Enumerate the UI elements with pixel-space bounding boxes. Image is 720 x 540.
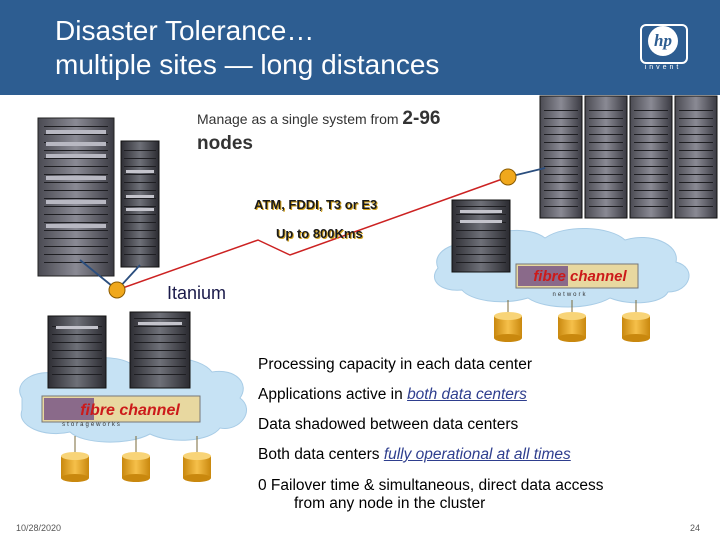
title-line-2: multiple sites — long distances: [55, 49, 440, 80]
hp-logo-frame: [640, 24, 688, 64]
itanium-label: Itanium: [167, 283, 227, 303]
manage-text: Manage as a single system from 2-96: [197, 108, 440, 130]
server-tower-left-front-1: [47, 315, 107, 389]
bullet-applications-emphasis: both data centers: [407, 386, 527, 403]
server-tower-left: [120, 140, 160, 268]
bullet-failover: 0 Failover time & simultaneous, direct d…: [258, 477, 603, 513]
hp-logo-tagline: invent: [644, 64, 682, 71]
network-text-right: network: [552, 292, 587, 298]
header-bar: Disaster Tolerance… multiple sites — lon…: [0, 0, 720, 95]
link-distance-label: Up to 800Kms: [276, 226, 363, 241]
bullet-operational: Both data centers fully operational at a…: [258, 446, 571, 476]
bullet-failover-line-2: from any node in the cluster: [294, 495, 486, 512]
bullet-operational-emphasis: fully operational at all times: [383, 446, 571, 463]
storageworks-text-left: storageworks: [62, 422, 122, 428]
footer-date: 10/28/2020: [16, 523, 62, 533]
slide-title: Disaster Tolerance… multiple sites — lon…: [55, 14, 439, 82]
disk-icons-right: [494, 300, 650, 342]
bullet-processing-text: Processing capacity in each data center: [258, 356, 532, 373]
bullet-applications: Applications active in both data centers: [258, 386, 571, 416]
server-tower-left-front-2: [129, 311, 191, 389]
bullet-processing: Processing capacity in each data center: [258, 356, 571, 386]
wan-link-line: [116, 176, 509, 291]
title-line-1: Disaster Tolerance…: [55, 15, 315, 46]
server-tower-right: [451, 199, 511, 273]
link-types-label: ATM, FDDI, T3 or E3: [254, 197, 378, 212]
bullet-applications-prefix: Applications active in: [258, 386, 408, 403]
hp-logo: hp invent: [636, 24, 690, 71]
bullet-list: Processing capacity in each data center …: [258, 356, 571, 476]
hp-logo-mark: hp: [648, 26, 678, 56]
manage-prefix: Manage as a single system from: [197, 111, 399, 127]
footer-page-number: 24: [690, 523, 701, 533]
disk-icons-left: [61, 436, 211, 482]
manage-range: 2-96: [402, 108, 441, 129]
manage-nodes: nodes: [197, 133, 253, 154]
bullet-shadowed-text: Data shadowed between data centers: [258, 416, 519, 433]
fibre-channel-logo-right: [515, 263, 639, 289]
server-rack-left: [37, 117, 115, 277]
site-node-left: [108, 281, 126, 299]
fibre-channel-text-right: fibre channel: [533, 268, 627, 285]
site-node-right: [499, 168, 517, 186]
fibre-channel-logo-left: [41, 395, 201, 423]
server-racks-right: [539, 95, 718, 219]
bullet-shadowed: Data shadowed between data centers: [258, 416, 571, 446]
bullet-failover-line-1: 0 Failover time & simultaneous, direct d…: [258, 477, 604, 494]
bullet-operational-prefix: Both data centers: [258, 446, 384, 463]
fibre-channel-text-left: fibre channel: [80, 402, 180, 419]
